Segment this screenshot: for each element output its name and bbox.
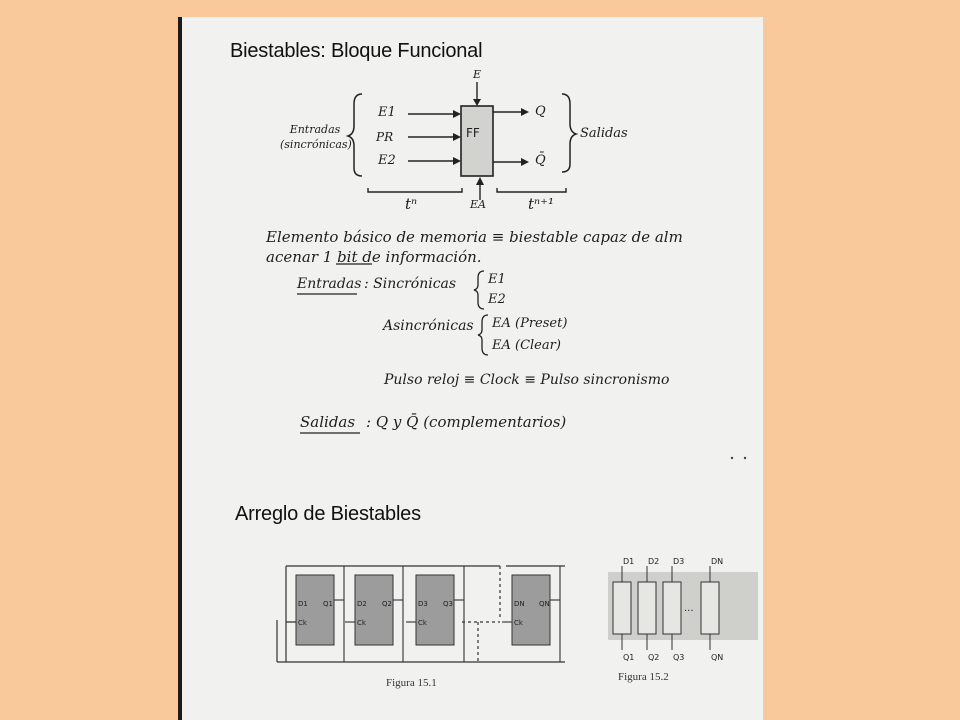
- sincronicas-item-e2: E2: [488, 292, 506, 307]
- input-label-pr: PR: [376, 130, 394, 144]
- input-label-e2: E2: [378, 153, 396, 168]
- page-left-rule: [178, 17, 182, 720]
- top-input-label: E: [473, 68, 482, 81]
- outputs-group-label: Salidas: [580, 126, 628, 141]
- inputs-group-label: Entradas (sincrónicas): [280, 123, 352, 151]
- section-title-arreglo: Arreglo de Biestables: [235, 503, 421, 525]
- asincronicas-item-preset: EA (Preset): [492, 316, 568, 331]
- input-label-e1: E1: [378, 105, 396, 120]
- bottom-input-label: EA: [470, 198, 486, 211]
- output-label-q: Q: [535, 104, 546, 119]
- document-page: [178, 17, 763, 720]
- asincronicas-item-clear: EA (Clear): [492, 338, 561, 353]
- sincronicas-item-e1: E1: [488, 272, 506, 287]
- ff-block-label: FF: [466, 126, 480, 140]
- salidas-label: Salidas: [300, 413, 356, 431]
- entradas-label: Entradas: [297, 276, 362, 292]
- sincronicas-label: : Sincrónicas: [364, 276, 457, 292]
- definition-line-1: Elemento básico de memoria ≡ biestable c…: [266, 228, 683, 246]
- asincronicas-label: Asincrónicas: [383, 318, 474, 334]
- figure-15-2-caption: Figura 15.2: [618, 671, 669, 683]
- output-label-q-bar: Q̄: [535, 153, 546, 168]
- section-title-bloque-funcional: Biestables: Bloque Funcional: [230, 40, 483, 62]
- salidas-value: : Q y Q̄ (complementarios): [366, 413, 567, 431]
- figure-15-1-caption: Figura 15.1: [386, 677, 437, 689]
- definition-line-2: acenar 1 bit de información.: [266, 248, 482, 266]
- time-before-label: tⁿ: [405, 195, 418, 213]
- time-after-label: tⁿ⁺¹: [528, 195, 555, 213]
- clock-definition-line: Pulso reloj ≡ Clock ≡ Pulso sincronismo: [384, 372, 670, 388]
